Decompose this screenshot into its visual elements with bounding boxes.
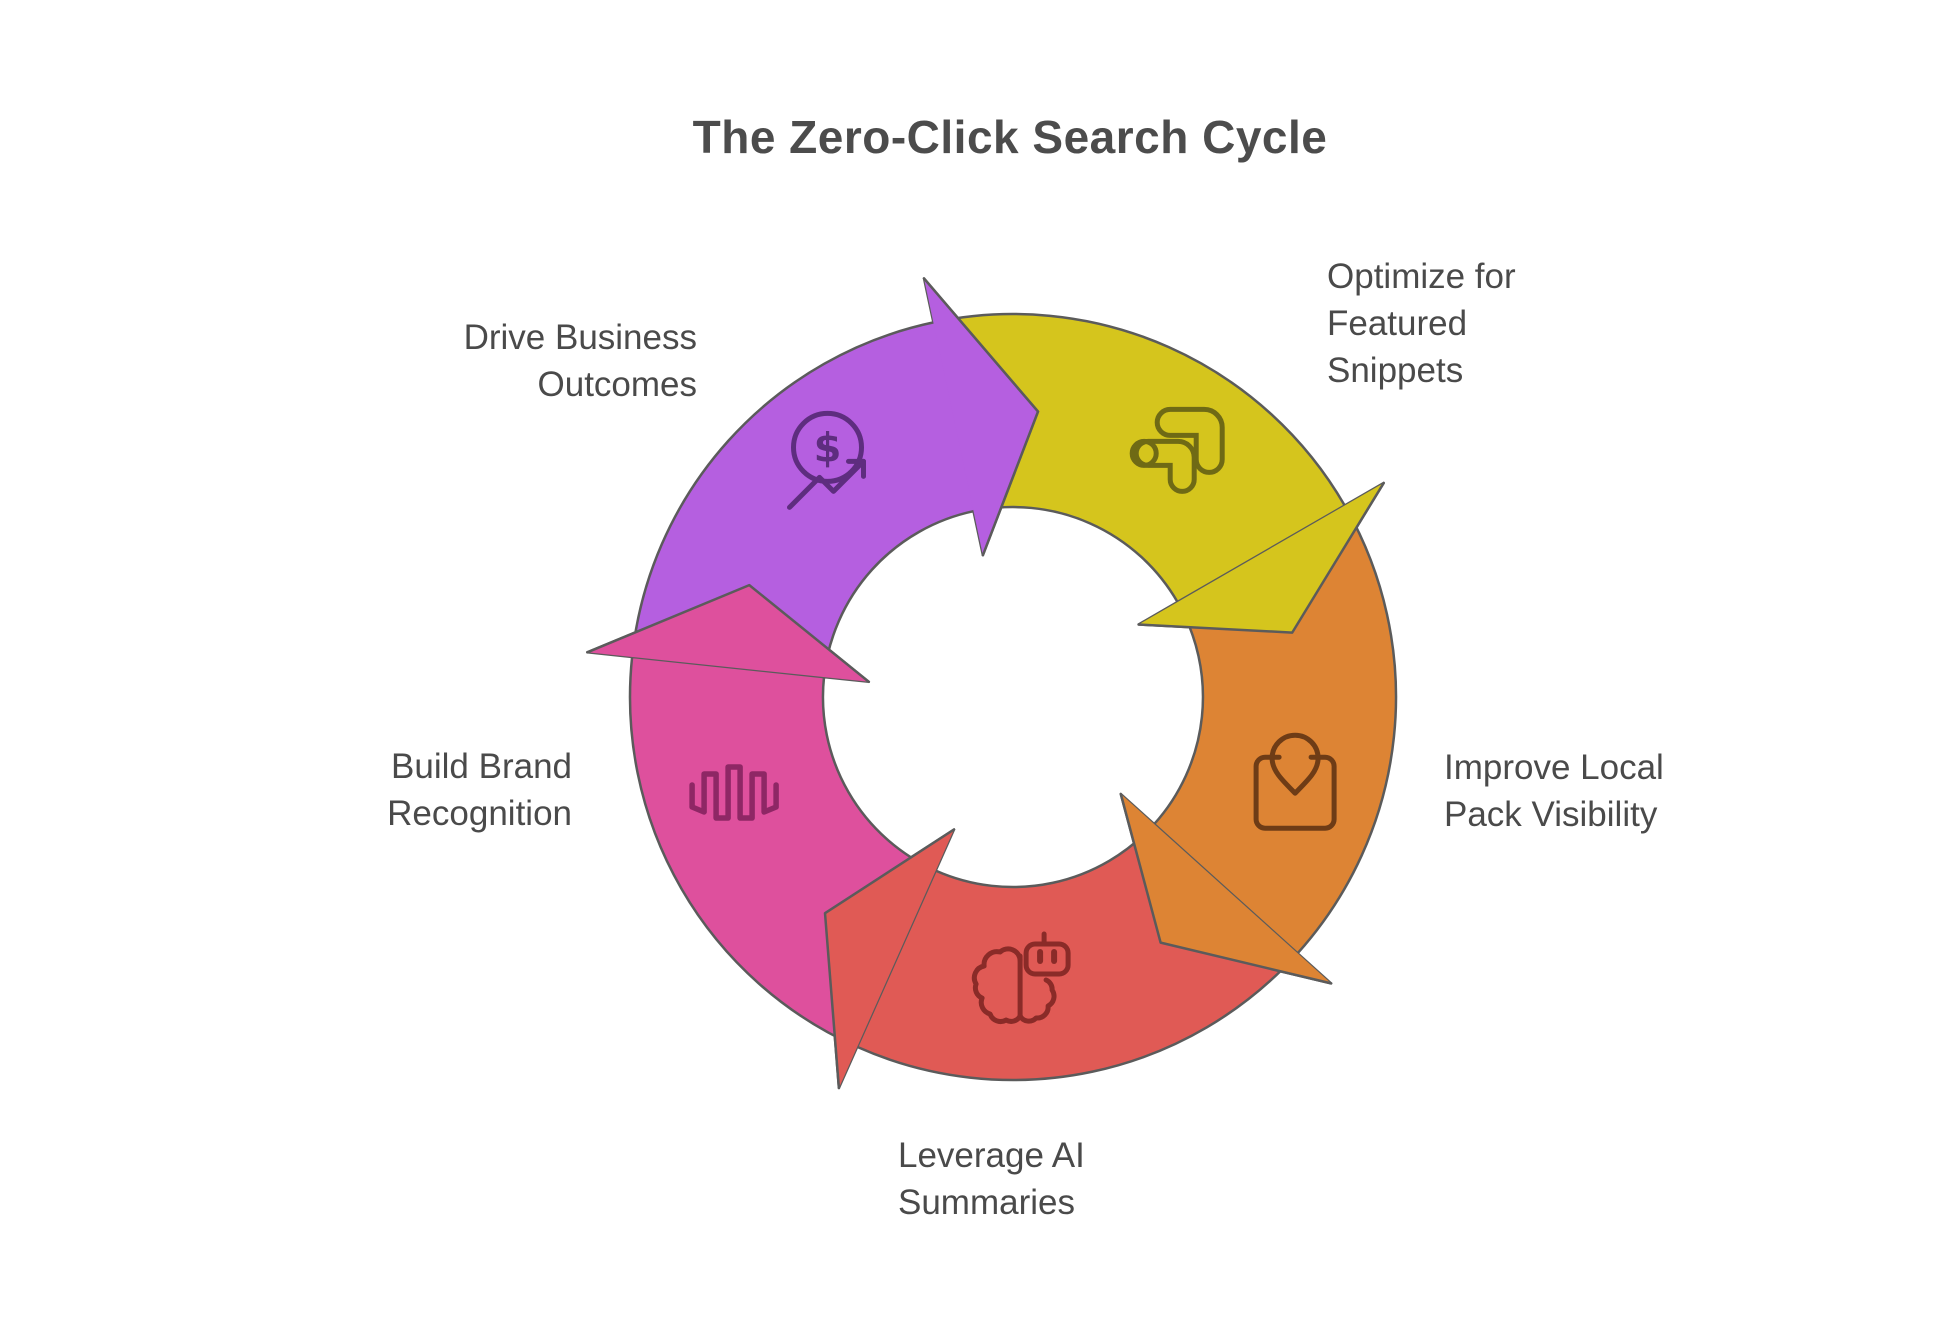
arrowhead-leverage-ai-summaries bbox=[823, 828, 956, 1090]
arrowhead-optimize-for-featured-snippets bbox=[1137, 481, 1385, 634]
svg-text:$: $ bbox=[814, 425, 842, 471]
diagram-title: The Zero-Click Search Cycle bbox=[692, 111, 1328, 163]
step-label-build-brand-recognition: Build Brand Recognition bbox=[387, 747, 572, 833]
step-label-leverage-ai-summaries: Leverage AI Summaries bbox=[898, 1136, 1085, 1222]
segment-drive-business-outcomes bbox=[630, 277, 1040, 679]
arrowhead-build-brand-recognition bbox=[586, 583, 871, 684]
arrowhead-improve-local-pack-visibility bbox=[1119, 792, 1333, 985]
step-label-optimize-featured-snippets: Optimize for Featured Snippets bbox=[1327, 257, 1516, 390]
featured-snippet-icon bbox=[1129, 406, 1225, 494]
money-growth-icon: $ bbox=[787, 410, 866, 510]
ai-brain-icon bbox=[971, 931, 1071, 1024]
step-label-improve-local-pack: Improve Local Pack Visibility bbox=[1444, 748, 1664, 834]
arrowhead-drive-business-outcomes bbox=[922, 277, 1040, 557]
local-pack-icon bbox=[1253, 732, 1337, 831]
step-label-drive-business-outcomes: Drive Business Outcomes bbox=[463, 318, 697, 404]
waveform-icon bbox=[689, 764, 779, 821]
